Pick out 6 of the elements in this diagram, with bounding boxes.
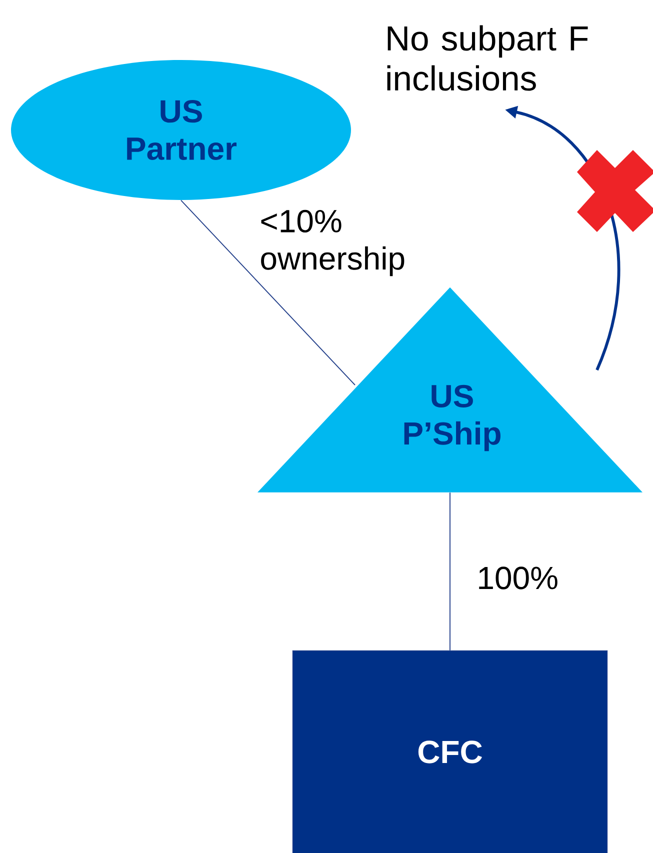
edge-label: 100% [479, 566, 558, 590]
partnership-triangle: US P’Ship [258, 287, 642, 492]
edge-label: <10% ownership [261, 210, 404, 276]
connector-line [180, 200, 356, 386]
cfc-box: CFC [292, 650, 608, 853]
note-text: No subpart F inclusions [387, 25, 588, 91]
